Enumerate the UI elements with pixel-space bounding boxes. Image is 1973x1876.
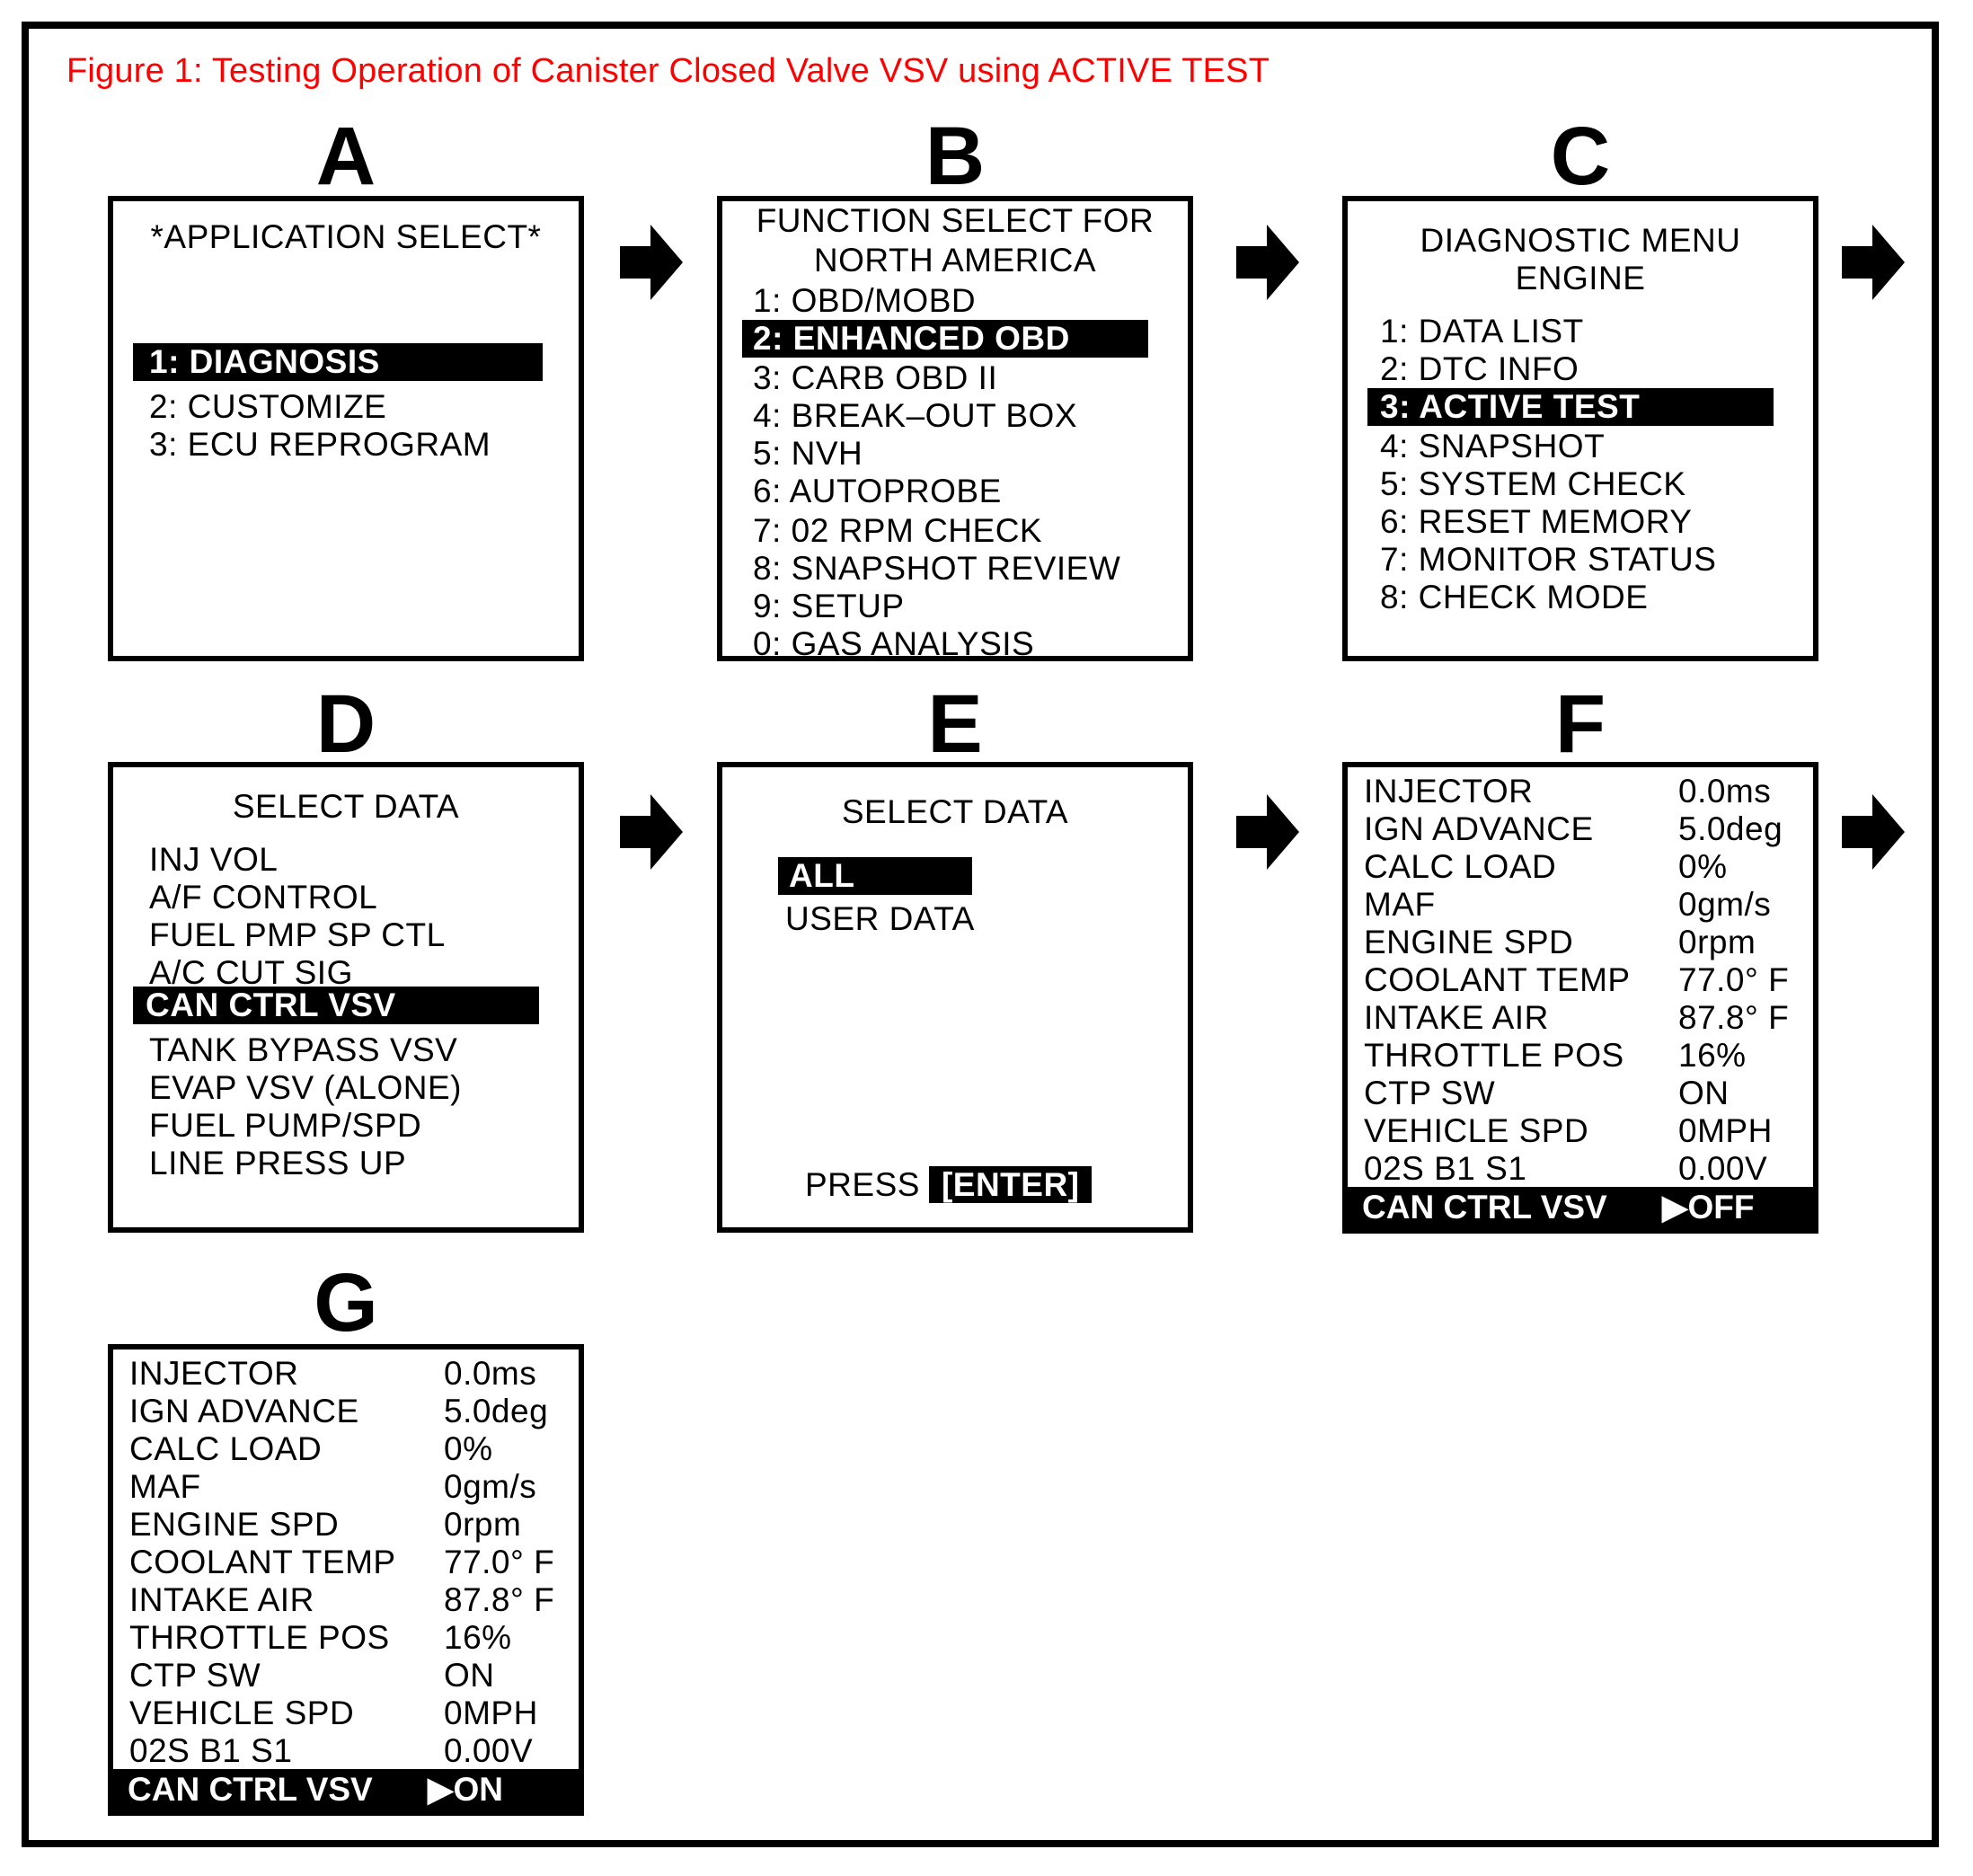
arrow-right-icon (620, 794, 683, 870)
screen-function-select: FUNCTION SELECT FOR NORTH AMERICA 1: OBD… (717, 196, 1193, 662)
panel-letter-d: D (315, 678, 376, 770)
panel-letter-e: E (927, 678, 983, 770)
data-item-fuel-pmp-sp-ctl[interactable]: FUEL PMP SP CTL (149, 916, 446, 953)
panel-letter-b: B (925, 111, 986, 202)
vsv-state-off: ▶OFF (1662, 1189, 1755, 1226)
data-option-all[interactable]: ALL (778, 857, 972, 895)
menu-item-customize[interactable]: 2: CUSTOMIZE (149, 388, 387, 425)
data-item-fuel-pump-spd[interactable]: FUEL PUMP/SPD (149, 1107, 422, 1144)
menu-item-reset-memory[interactable]: 6: RESET MEMORY (1380, 503, 1693, 540)
menu-item-ecu-reprogram[interactable]: 3: ECU REPROGRAM (149, 426, 491, 463)
data-item-inj-vol[interactable]: INJ VOL (149, 841, 279, 878)
arrow-right-icon (620, 225, 683, 300)
panel-letter-g: G (314, 1257, 378, 1349)
arrow-right-icon (1236, 225, 1299, 300)
menu-item-active-test[interactable]: 3: ACTIVE TEST (1367, 388, 1774, 426)
enter-key-button[interactable]: [ENTER] (928, 1166, 1093, 1203)
data-item-ac-cut-sig[interactable]: A/C CUT SIG (149, 954, 353, 991)
data-item-tank-bypass-vsv[interactable]: TANK BYPASS VSV (149, 1031, 458, 1068)
panel-letter-c: C (1550, 111, 1611, 202)
menu-item-autoprobe[interactable]: 6: AUTOPROBE (753, 473, 1002, 509)
arrow-right-icon (1842, 225, 1905, 300)
menu-item-obd-mobd[interactable]: 1: OBD/MOBD (753, 282, 977, 319)
menu-item-break-out-box[interactable]: 4: BREAK–OUT BOX (753, 397, 1077, 434)
menu-item-enhanced-obd[interactable]: 2: ENHANCED OBD (742, 320, 1148, 358)
menu-item-nvh[interactable]: 5: NVH (753, 435, 863, 472)
menu-item-check-mode[interactable]: 8: CHECK MODE (1380, 579, 1649, 615)
data-item-line-press-up[interactable]: LINE PRESS UP (149, 1145, 407, 1181)
menu-item-system-check[interactable]: 5: SYSTEM CHECK (1380, 465, 1686, 502)
figure-title: Figure 1: Testing Operation of Canister … (66, 52, 1270, 90)
active-test-row-can-ctrl-vsv[interactable]: CAN CTRL VSV▶ON (113, 1769, 579, 1810)
data-option-user-data[interactable]: USER DATA (785, 900, 975, 937)
active-test-row-can-ctrl-vsv[interactable]: CAN CTRL VSV▶OFF (1348, 1187, 1813, 1228)
menu-item-monitor-status[interactable]: 7: MONITOR STATUS (1380, 541, 1717, 578)
screen-select-data-list: SELECT DATA INJ VOL A/F CONTROL FUEL PMP… (108, 762, 584, 1233)
data-item-evap-vsv-alone[interactable]: EVAP VSV (ALONE) (149, 1069, 462, 1106)
menu-item-diagnosis[interactable]: 1: DIAGNOSIS (133, 343, 543, 381)
press-label: PRESS (805, 1166, 920, 1203)
arrow-right-icon (1842, 794, 1905, 870)
vsv-state-on: ▶ON (428, 1771, 503, 1808)
menu-item-snapshot[interactable]: 4: SNAPSHOT (1380, 428, 1606, 465)
screen-select-data-all: SELECT DATA ALL USER DATA PRESS[ENTER] (717, 762, 1193, 1233)
menu-item-data-list[interactable]: 1: DATA LIST (1380, 313, 1584, 350)
panel-letter-f: F (1554, 678, 1606, 770)
menu-item-setup[interactable]: 9: SETUP (753, 588, 905, 624)
screen-header: *APPLICATION SELECT* (150, 218, 542, 255)
menu-item-dtc-info[interactable]: 2: DTC INFO (1380, 350, 1579, 387)
menu-item-carb-obd-ii[interactable]: 3: CARB OBD II (753, 359, 998, 396)
screen-header-line1: FUNCTION SELECT FOR (756, 202, 1155, 239)
data-item-can-ctrl-vsv[interactable]: CAN CTRL VSV (133, 987, 539, 1024)
figure-frame (22, 22, 1939, 1847)
menu-item-snapshot-review[interactable]: 8: SNAPSHOT REVIEW (753, 550, 1121, 587)
screen-header: SELECT DATA (841, 793, 1069, 830)
menu-item-gas-analysis[interactable]: 0: GAS ANALYSIS (753, 625, 1035, 662)
data-item-af-control[interactable]: A/F CONTROL (149, 879, 378, 916)
panel-letter-a: A (315, 111, 376, 202)
screen-application-select: *APPLICATION SELECT* 1: DIAGNOSIS 2: CUS… (108, 196, 584, 661)
press-enter-prompt: PRESS[ENTER] (805, 1164, 1093, 1206)
menu-item-02-rpm-check[interactable]: 7: 02 RPM CHECK (753, 512, 1043, 549)
screen-header-line2: NORTH AMERICA (813, 242, 1097, 279)
screen-header-line2: ENGINE (1515, 260, 1646, 296)
screen-header-line1: DIAGNOSTIC MENU (1420, 222, 1741, 259)
screen-diagnostic-menu: DIAGNOSTIC MENU ENGINE 1: DATA LIST 2: D… (1342, 196, 1818, 661)
arrow-right-icon (1236, 794, 1299, 870)
screen-header: SELECT DATA (232, 788, 460, 825)
